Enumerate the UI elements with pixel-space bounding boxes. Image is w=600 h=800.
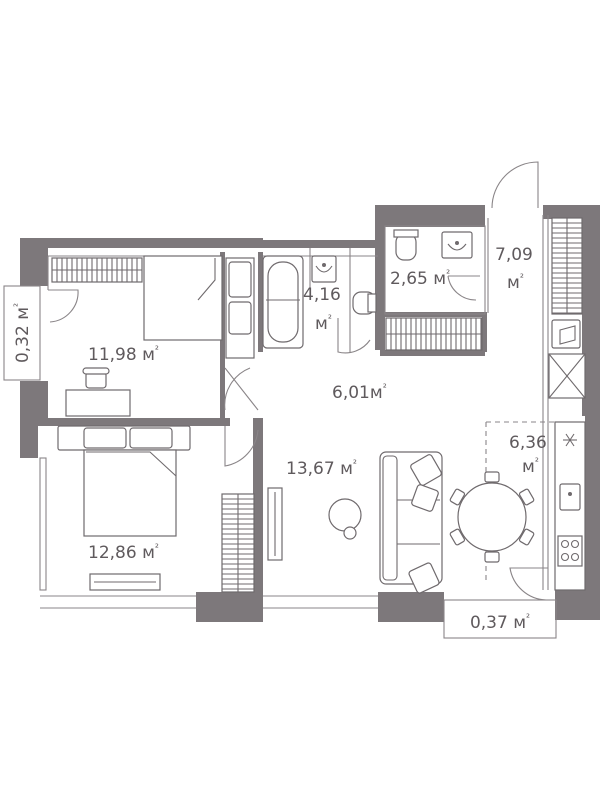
area-label-bathroom-unit: м² (315, 314, 332, 334)
area-label-living-room: 13,67 м² (286, 459, 357, 479)
walls (20, 205, 600, 622)
area-label-bathroom-value: 4,16 (303, 285, 341, 305)
bedroom-1-furniture (65, 255, 255, 417)
loggia-frames (3, 285, 557, 639)
area-label-loggia-left: 0,32 м² (13, 303, 33, 363)
dining-chair (484, 471, 500, 483)
area-label-bedroom-2: 12,86 м² (88, 543, 159, 563)
area-label-hall-unit: м² (507, 273, 524, 293)
wc-furniture (393, 229, 473, 261)
dining-chair (518, 528, 535, 546)
kitchen-furniture (449, 421, 586, 591)
dining-chair (449, 528, 466, 546)
bedroom-2-furniture (57, 425, 191, 591)
area-labels: 0,32 м² 11,98 м² 4,16 м² 2,65 м² 7,09 м²… (13, 245, 547, 633)
dining-chair (449, 488, 466, 506)
sink-icon (311, 255, 337, 283)
sink-icon (559, 483, 581, 511)
area-label-kitchen-value: 6,36 (509, 433, 547, 453)
area-label-kitchen-unit: м² (522, 457, 539, 477)
area-label-corridor: 6,01м² (332, 383, 387, 403)
thin-lines (39, 215, 555, 609)
hob-icon (557, 535, 583, 567)
dining-chair (518, 488, 535, 506)
bathroom-furniture (262, 255, 377, 349)
hall-furniture (548, 319, 586, 399)
area-label-bedroom-1: 11,98 м² (88, 345, 159, 365)
area-label-hall-value: 7,09 (495, 245, 533, 265)
living-room-furniture (267, 451, 443, 594)
area-label-wc: 2,65 м² (390, 269, 450, 289)
snowflake-icon (563, 433, 577, 447)
area-label-loggia-bottom: 0,37 м² (470, 613, 530, 633)
dining-chair (484, 551, 500, 563)
doors (48, 161, 548, 601)
toilet-icon (395, 233, 417, 261)
wardrobes (51, 217, 583, 593)
